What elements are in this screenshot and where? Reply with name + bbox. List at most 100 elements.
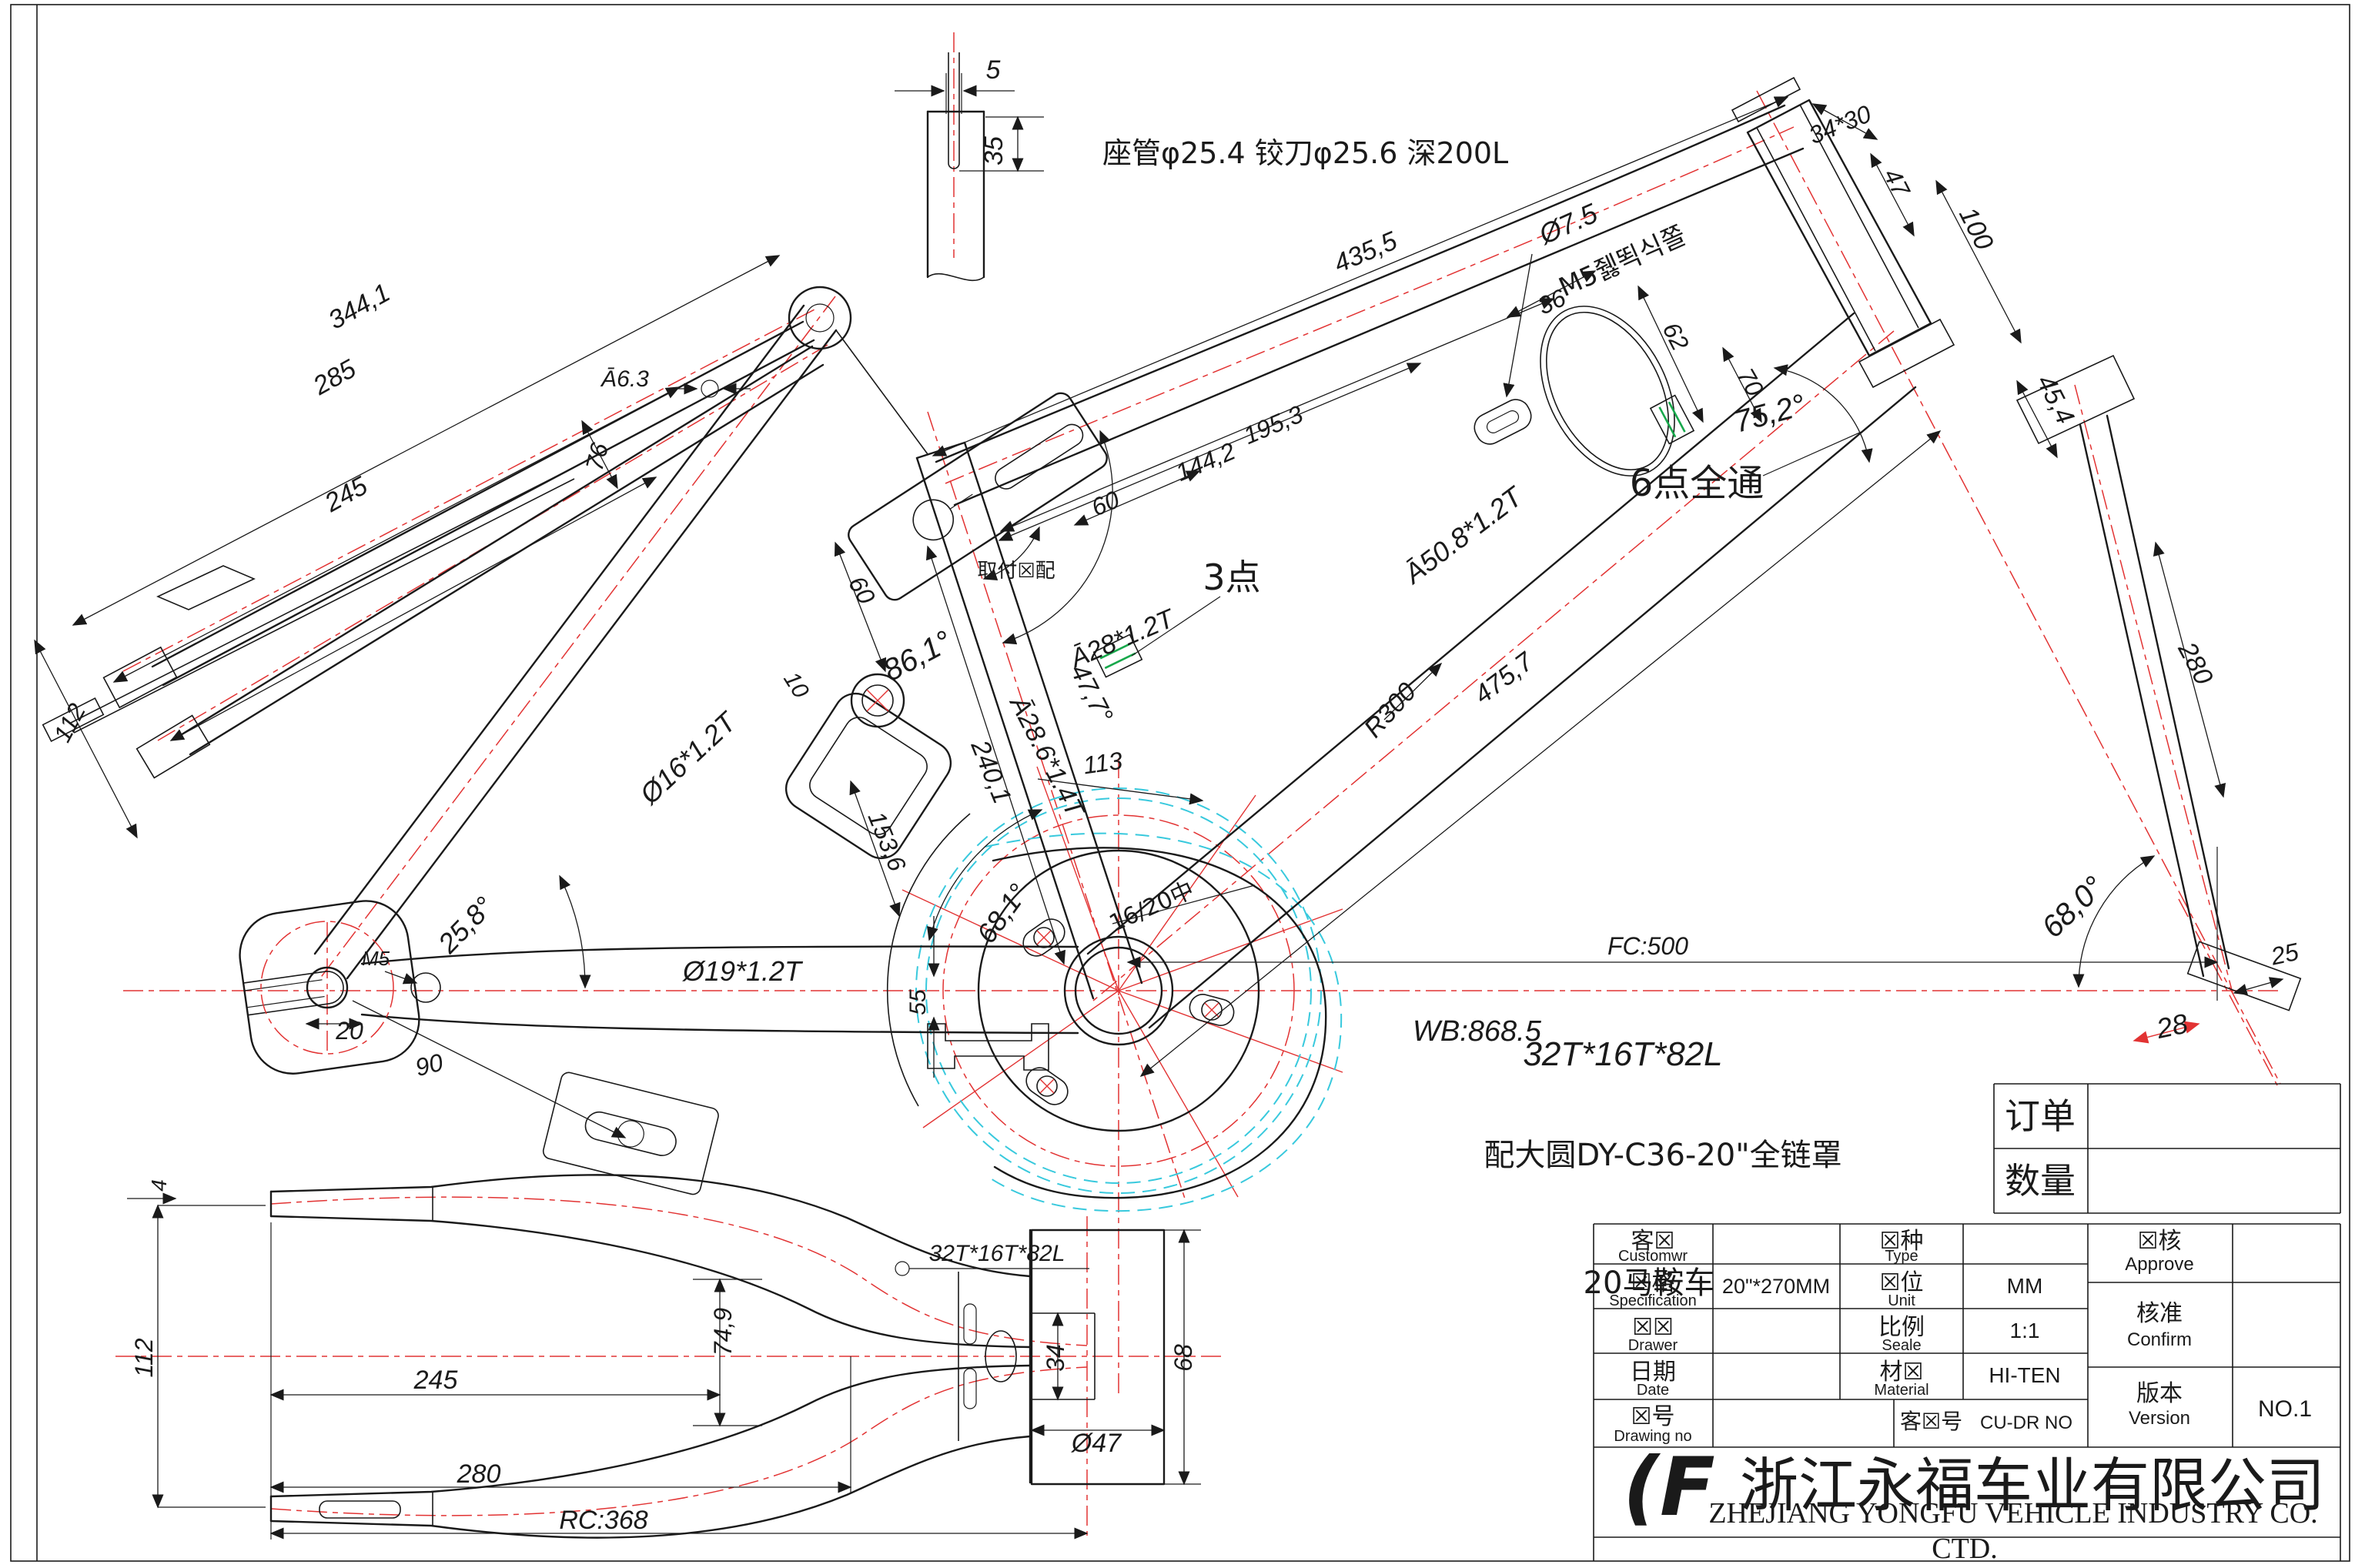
version-label-cjk: 版本	[2136, 1380, 2183, 1407]
dim-4: 4	[147, 1179, 171, 1192]
note-gear: 32T*16T*82L	[1523, 1035, 1722, 1073]
date-label-en: Date	[1637, 1382, 1669, 1399]
dim-144-2: 144,2	[1172, 437, 1239, 487]
dim-475-7: 475,7	[1469, 647, 1540, 710]
note-saddle: 20马鞍车	[1584, 1265, 1715, 1301]
note-3dian: 3点	[1203, 557, 1260, 598]
dim-285: 285	[308, 354, 361, 401]
dim-45-4: 45,4	[2031, 370, 2080, 429]
customer-label-cjk: 客☒	[1631, 1228, 1675, 1255]
company-name-cjk: 浙江永福车业有限公司	[1740, 1451, 2325, 1520]
unit-label-en: Unit	[1888, 1292, 1915, 1309]
dim-o47: Ø47	[1071, 1429, 1122, 1458]
note-seatpost: 座管φ25.4 铰刀φ25.6 深200L	[1102, 136, 1508, 170]
dim-34-bottom: 34	[1042, 1344, 1069, 1372]
sheet-border	[10, 4, 2350, 1562]
date-label-cjk: 日期	[1630, 1359, 1676, 1386]
dim-35: 35	[979, 136, 1009, 165]
type-label-cjk: ☒种	[1880, 1228, 1924, 1255]
dim-280-bottom: 280	[457, 1459, 501, 1489]
dim-rc368: RC:368	[559, 1506, 647, 1535]
drawer-label-cjk: ☒☒	[1632, 1314, 1674, 1341]
dim-34-30: 34*30	[1805, 99, 1875, 149]
dim-435-5: 435,5	[1330, 226, 1401, 279]
dim-wb: WB:868.5	[1413, 1015, 1542, 1048]
dim-a28-6: Ā28.6*1.4T	[1003, 690, 1090, 824]
dim-68-bottom: 68	[1169, 1344, 1197, 1372]
scale-value: 1:1	[2010, 1319, 2040, 1342]
dim-70: 70	[1731, 363, 1769, 401]
approve-label-cjk: ☒核	[2138, 1228, 2182, 1255]
dim-245-bottom: 245	[413, 1366, 458, 1395]
scale-label-cjk: 比例	[1878, 1314, 1925, 1341]
drawingno-label-en: Drawing no	[1614, 1428, 1691, 1445]
approve-label-en: Approve	[2125, 1254, 2193, 1275]
dim-fc: FC:500	[1607, 932, 1688, 960]
frame-geometry	[42, 52, 2302, 1539]
company-band: (F 浙江永福车业有限公司 ZHEJIANG YONGFU VEHICLE IN…	[1623, 1440, 2325, 1565]
dim-25-8: 25,8°	[431, 891, 500, 960]
note-16-20: 16/20中	[1106, 877, 1199, 938]
centerlines	[115, 32, 2281, 1536]
dim-10: 10	[778, 667, 814, 703]
green-fittings	[1092, 394, 1695, 678]
material-value: HI-TEN	[1989, 1363, 2060, 1387]
dim-55: 55	[905, 989, 931, 1015]
dim-68-0: 68,0°	[2036, 870, 2111, 944]
dim-245-rack: 245	[319, 471, 373, 518]
type-label-en: Type	[1885, 1248, 1918, 1265]
note-chaincover: 配大圆DY-C36-20"全链罩	[1484, 1138, 1842, 1173]
dim-m5-left: M5	[362, 947, 390, 970]
dim-47-head: 47	[1878, 164, 1916, 202]
spec-value: 20"*270MM	[1722, 1275, 1830, 1298]
dim-113: 113	[1082, 747, 1125, 780]
confirm-label-en: Confirm	[2127, 1329, 2192, 1350]
cust-drawing-label-cjk: 客☒号	[1900, 1409, 1962, 1434]
dim-76: 76	[580, 440, 614, 473]
spec-label-en: Specification	[1609, 1292, 1696, 1309]
dim-112-bottom: 112	[130, 1338, 158, 1377]
dim-28-red: 28	[2153, 1008, 2191, 1045]
dim-tube-50-8: Ā50.8*1.2T	[1397, 480, 1530, 590]
dim-280-stay: 280	[2172, 637, 2219, 690]
dim-20: 20	[335, 1017, 363, 1045]
unit-label-cjk: ☒位	[1880, 1269, 1924, 1296]
dim-47-7: 47,7°	[1065, 660, 1119, 727]
dim-7-5: Ø7.5	[1534, 197, 1603, 251]
dim-tube-16: Ø16*1.2T	[633, 704, 744, 811]
version-value: NO.1	[2258, 1396, 2312, 1422]
dim-344-1: 344,1	[323, 278, 395, 335]
drawingno-label-cjk: ☒号	[1631, 1403, 1675, 1430]
cust-drawing-label-en: CU-DR NO	[1980, 1413, 2072, 1433]
dim-tube-19: Ø19*1.2T	[682, 955, 804, 987]
dim-240-1: 240,1	[965, 735, 1016, 807]
dim-86-1: 86,1°	[878, 624, 958, 688]
dimension-lines	[34, 73, 2284, 1540]
company-name-en2: CTD.	[1932, 1533, 1998, 1565]
dim-25-right: 25	[2268, 938, 2301, 971]
qty-label: 数量	[2005, 1160, 2076, 1202]
material-label-en: Material	[1874, 1382, 1928, 1399]
order-block: 订单 数量	[1993, 1083, 2341, 1214]
note-gear-bottom: 32T*16T*82L	[929, 1241, 1065, 1266]
scale-label-en: Seale	[1882, 1337, 1921, 1354]
drawer-label-en: Drawer	[1628, 1337, 1678, 1354]
dim-100: 100	[1953, 202, 1999, 255]
company-logo: (F	[1623, 1440, 1715, 1534]
note-toritsuke: 取付☒配	[977, 560, 1055, 583]
dim-a6-3: Ā6.3	[600, 366, 649, 392]
title-block: 客☒ Customwr ☒格 Specification 20"*270MM ☒…	[1593, 1223, 2341, 1561]
dim-195-3: 195,3	[1239, 400, 1307, 450]
order-label: 订单	[2005, 1095, 2076, 1137]
version-label-en: Version	[2129, 1408, 2190, 1429]
company-name-en: ZHEJIANG YONGFU VEHICLE INDUSTRY CO.	[1708, 1497, 2317, 1530]
spec-label-cjk: ☒格	[1631, 1269, 1675, 1296]
customer-label-en: Customwr	[1618, 1248, 1688, 1265]
dim-74-9: 74,9	[709, 1308, 737, 1356]
dim-5: 5	[986, 55, 1001, 85]
dim-62: 62	[1658, 318, 1694, 355]
unit-value: MM	[2007, 1274, 2043, 1298]
note-6dian: 6点全通	[1630, 462, 1765, 505]
